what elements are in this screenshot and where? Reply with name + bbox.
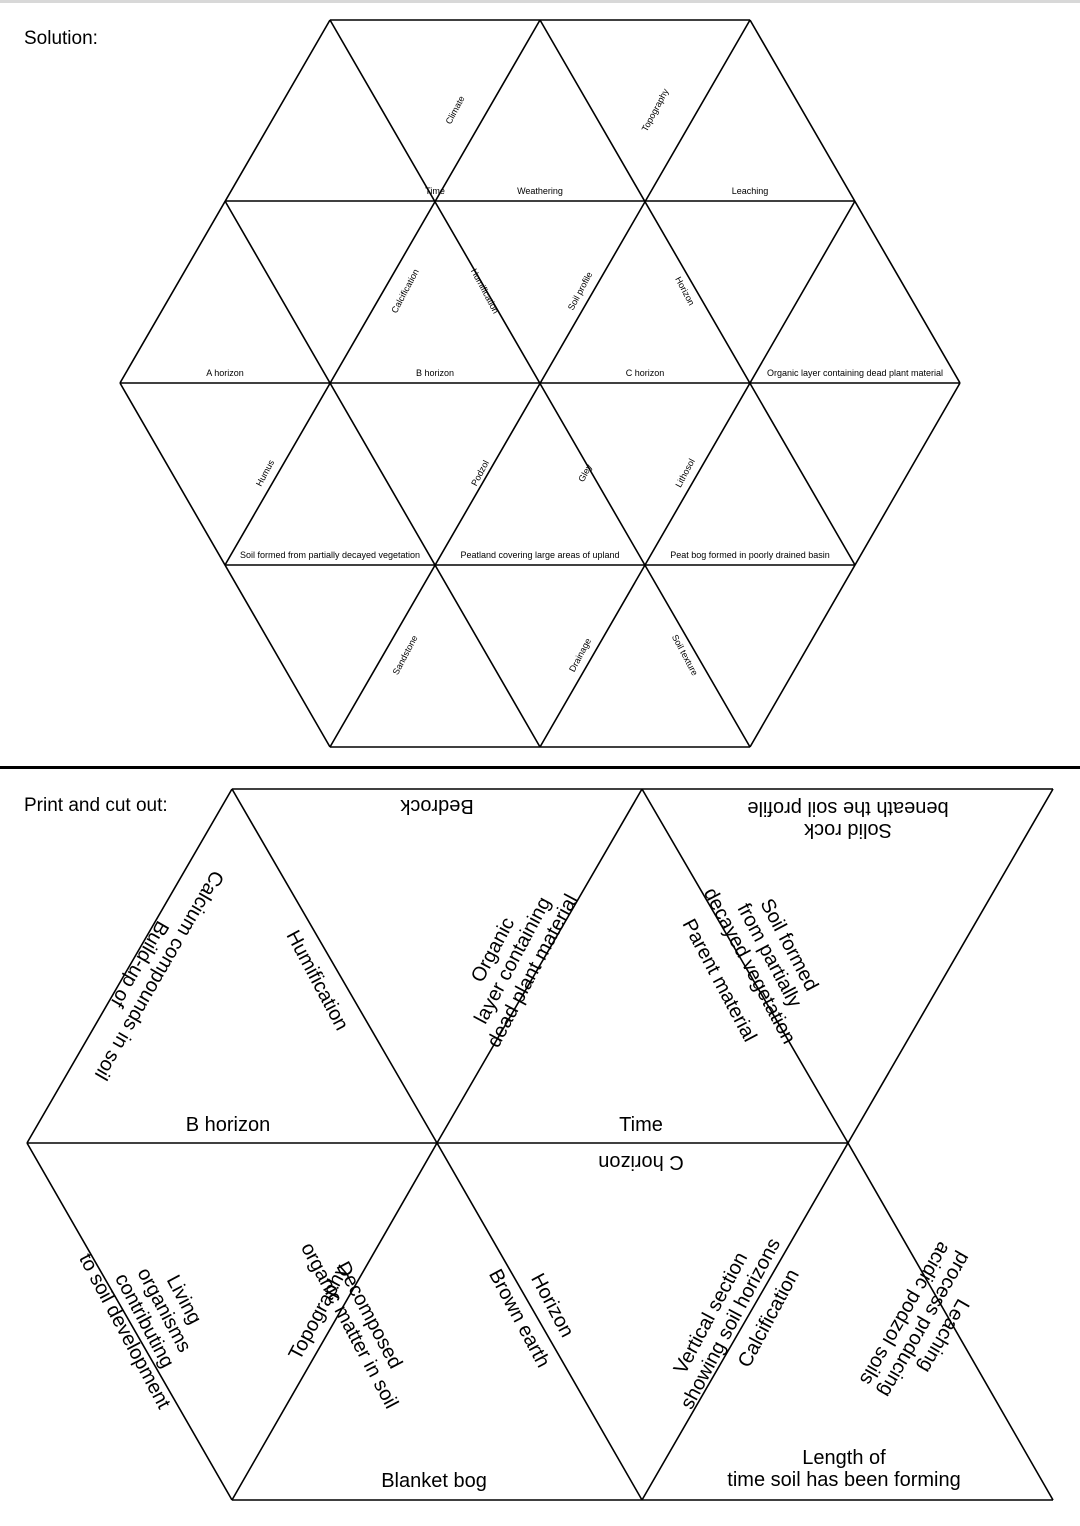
cutout-label-bedrock: Bedrock: [399, 795, 473, 817]
solution-label: Solution:: [24, 28, 98, 49]
solution-edge-label: Soil formed from partially decayed veget…: [240, 550, 420, 560]
cutout-edge: [26, 788, 233, 1144]
solution-edge-label: Lithosol: [673, 457, 696, 489]
solution-edge-label: Humification: [469, 267, 501, 315]
solution-edge-label: Peat bog formed in poorly drained basin: [670, 550, 830, 560]
cutout-edge: [436, 1142, 643, 1501]
hex-edge: [539, 19, 856, 566]
solution-edge-label: Calcification: [389, 267, 421, 315]
solution-edge-label: Organic layer containing dead plant mate…: [767, 368, 943, 378]
solution-edge-label: B horizon: [416, 368, 454, 378]
cutout-label-organic: Organiclayer containingdead plant materi…: [443, 870, 582, 1052]
cutout-edge: [847, 788, 1054, 1144]
cutout-label-blanket-bog: Blanket bog: [381, 1470, 487, 1492]
cutout-label-solid-rock: Solid rockbeneath the soil profile: [747, 797, 948, 841]
cutout-edge: [641, 1142, 849, 1501]
solution-edge-label: Topography: [640, 86, 671, 133]
cutout-label-leaching: Leachingprocess producingacidic podzol s…: [854, 1237, 994, 1412]
cutout-edge: [231, 788, 438, 1144]
solution-hexagon-grid: [119, 19, 961, 748]
cutout-label-b-horizon: B horizon: [186, 1114, 271, 1136]
solution-edge-label: Soil profile: [566, 270, 595, 312]
cutout-label: Print and cut out:: [24, 795, 168, 816]
solution-edge-label: Time: [425, 186, 445, 196]
cutout-edge: [436, 788, 643, 1144]
section-divider: [0, 766, 1080, 769]
cutout-triangle-grid: [26, 788, 1054, 1501]
hex-edge: [539, 200, 856, 748]
hex-edge: [329, 19, 751, 748]
solution-edge-label: Climate: [444, 94, 467, 126]
top-border: [0, 0, 1080, 3]
cutout-label-c-horizon: C horizon: [598, 1151, 684, 1173]
solution-edge-label: Weathering: [517, 186, 563, 196]
solution-edge-label: Sandstone: [391, 634, 420, 677]
hex-edge: [224, 19, 541, 566]
solution-edge-label: Peatland covering large areas of upland: [460, 550, 619, 560]
cutout-edge: [847, 1142, 1054, 1501]
solution-edge-label: A horizon: [206, 368, 244, 378]
solution-edge-label: Soil texture: [670, 633, 700, 677]
cutout-label-calcium: Calcium compounds in soilBuild-up of: [70, 855, 227, 1083]
cutout-edge: [641, 788, 849, 1144]
solution-edge-label: Leaching: [732, 186, 769, 196]
solution-edge-label: Horizon: [673, 275, 696, 307]
solution-edge-label: C horizon: [626, 368, 665, 378]
cutout-edge: [231, 1142, 438, 1501]
cutout-edge: [26, 1142, 233, 1501]
hex-edge: [119, 19, 331, 384]
hex-edge: [749, 382, 961, 748]
solution-edge-labels: Time Weathering Leaching A horizon B horizon…: [206, 86, 943, 677]
cutout-label-peat-definition: Soil formedfrom partiallydecayed vegetat…: [699, 863, 839, 1048]
cutout-label-time: Time: [619, 1114, 663, 1136]
solution-edge-label: Drainage: [567, 637, 593, 674]
cutout-label-living-organisms: Livingorganismscontributingto soil devel…: [74, 1218, 234, 1412]
hex-edge: [224, 200, 541, 748]
